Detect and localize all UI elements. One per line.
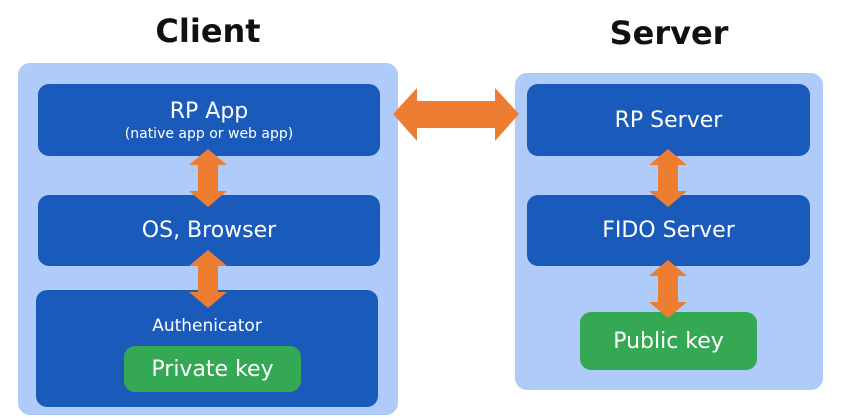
os-browser-label: OS, Browser	[141, 218, 277, 243]
server-title: Server	[609, 14, 729, 52]
rp-server-box: RP Server	[527, 84, 810, 156]
client-title: Client	[155, 12, 261, 50]
fido-server-box: FIDO Server	[527, 195, 810, 266]
public-key-box: Public key	[580, 312, 757, 370]
private-key-box: Private key	[124, 346, 301, 392]
os-authenticator-arrow	[189, 250, 227, 308]
rp-app-box: RP App (native app or web app)	[38, 84, 380, 156]
rp-server-label: RP Server	[614, 107, 723, 133]
rp-app-sublabel: (native app or web app)	[124, 125, 294, 142]
rp-app-label: RP App	[169, 98, 249, 124]
rp-app-os-arrow	[189, 149, 227, 207]
rp-server-fido-arrow	[649, 149, 687, 207]
fido-public-key-arrow	[649, 260, 687, 318]
client-server-arrow	[393, 88, 519, 141]
fido-server-label: FIDO Server	[602, 218, 735, 243]
authenticator-label: Authenicator	[152, 316, 262, 336]
